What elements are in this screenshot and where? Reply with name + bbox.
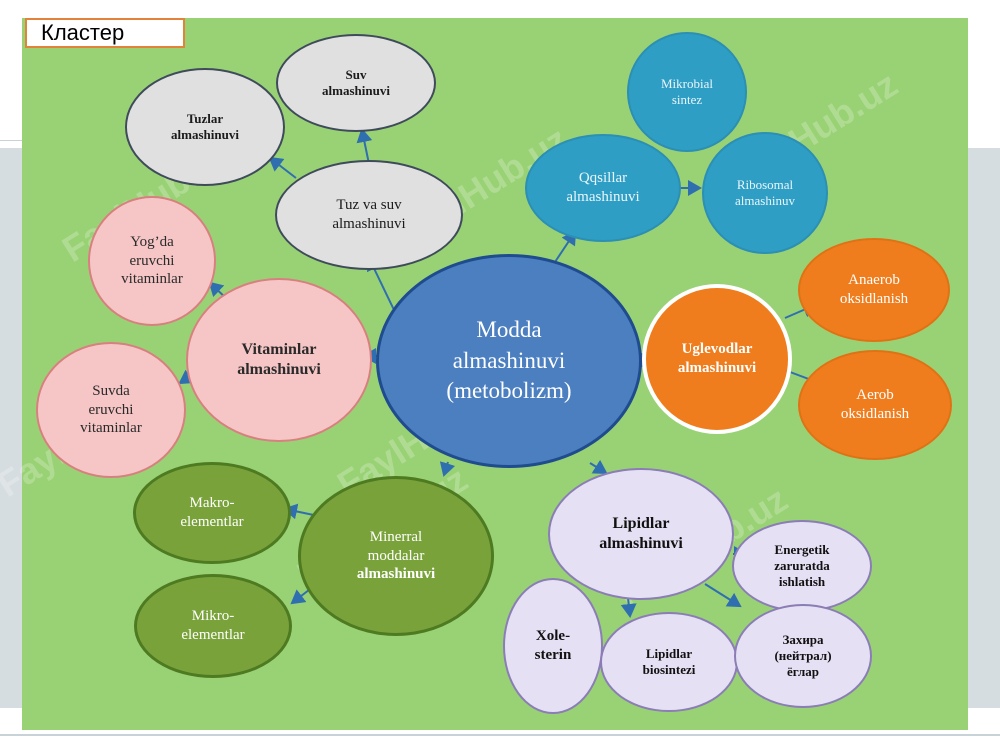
- left-band: [0, 148, 22, 708]
- slide-title: Кластер: [25, 18, 185, 48]
- node-mikro-elementlar: Mikro-elementlar: [134, 574, 292, 678]
- connector: [356, 128, 373, 165]
- connector: [439, 461, 456, 477]
- bottom-rule: [0, 734, 1000, 736]
- connector: [589, 459, 608, 475]
- header-rule: [0, 140, 22, 141]
- connector: [704, 583, 742, 608]
- right-band: [968, 148, 1000, 708]
- node-makro-elementlar: Makro-elementlar: [133, 462, 291, 564]
- node-xolesterin: Xole-sterin: [503, 578, 603, 714]
- connector: [620, 597, 637, 618]
- node-zaxira-yoglar: Захира(нейтрал)ёглар: [734, 604, 872, 708]
- connector: [268, 156, 297, 179]
